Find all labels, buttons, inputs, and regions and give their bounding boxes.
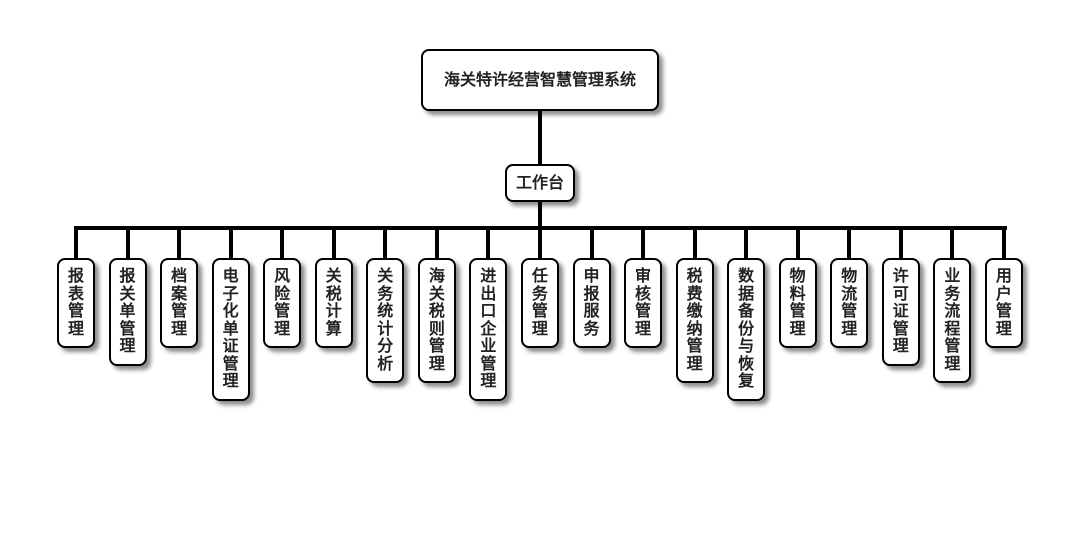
module-node[interactable]: 电子化单证管理 (211, 258, 250, 401)
module-connector (331, 228, 336, 259)
module-node[interactable]: 档案管理 (160, 258, 199, 348)
module-node[interactable]: 风险管理 (263, 258, 302, 348)
module-label: 业务流程管理 (944, 266, 961, 373)
module-label: 物料管理 (789, 266, 806, 338)
module-label: 物流管理 (841, 266, 858, 338)
module-connector (795, 228, 800, 259)
module-label: 进出口企业管理 (480, 266, 497, 390)
module-node[interactable]: 数据备份与恢复 (727, 258, 766, 401)
module-label: 电子化单证管理 (222, 266, 239, 390)
root-connector (538, 111, 542, 164)
module-label: 关务统计分析 (377, 266, 394, 373)
module-node[interactable]: 物流管理 (830, 258, 869, 348)
module-node[interactable]: 用户管理 (984, 258, 1023, 348)
module-node[interactable]: 海关税则管理 (417, 258, 456, 383)
module-node[interactable]: 关税计算 (314, 258, 353, 348)
hub-node[interactable]: 工作台 (505, 164, 575, 202)
module-label: 报关单管理 (119, 266, 136, 355)
module-connector (692, 228, 697, 259)
module-connector (898, 228, 903, 259)
module-node[interactable]: 进出口企业管理 (469, 258, 508, 401)
module-node[interactable]: 申报服务 (572, 258, 611, 348)
module-connector (486, 228, 491, 259)
module-connector (847, 228, 852, 259)
module-node[interactable]: 业务流程管理 (933, 258, 972, 383)
module-connector (383, 228, 388, 259)
module-connector (434, 228, 439, 259)
module-label: 税费缴纳管理 (686, 266, 703, 373)
module-connector (537, 228, 542, 259)
module-label: 任务管理 (531, 266, 548, 338)
module-node[interactable]: 任务管理 (520, 258, 559, 348)
module-node[interactable]: 关务统计分析 (366, 258, 405, 383)
module-node[interactable]: 报关单管理 (108, 258, 147, 366)
module-label: 风险管理 (274, 266, 291, 338)
module-label: 审核管理 (635, 266, 652, 338)
module-node[interactable]: 报表管理 (57, 258, 95, 348)
module-label: 数据备份与恢复 (738, 266, 755, 390)
module-connector (589, 228, 594, 259)
root-node[interactable]: 海关特许经营智慧管理系统 (421, 49, 659, 111)
module-connector (228, 228, 233, 259)
module-label: 许可证管理 (892, 266, 909, 355)
module-connector (74, 228, 78, 259)
module-connector (1001, 228, 1006, 259)
module-connector (280, 228, 285, 259)
module-node[interactable]: 税费缴纳管理 (675, 258, 714, 383)
module-node[interactable]: 物料管理 (778, 258, 817, 348)
module-label: 关税计算 (325, 266, 342, 338)
module-label: 用户管理 (995, 266, 1012, 338)
module-node[interactable]: 审核管理 (624, 258, 663, 348)
hub-label: 工作台 (515, 173, 564, 192)
hub-connector (538, 202, 542, 230)
module-label: 申报服务 (583, 266, 600, 338)
module-label: 报表管理 (67, 266, 84, 338)
module-node[interactable]: 许可证管理 (881, 258, 920, 366)
module-connector (950, 228, 955, 259)
module-connector (641, 228, 646, 259)
module-label: 海关税则管理 (428, 266, 445, 373)
root-label: 海关特许经营智慧管理系统 (443, 70, 636, 89)
module-label: 档案管理 (171, 266, 188, 338)
module-connector (744, 228, 749, 259)
module-connector (125, 228, 130, 259)
module-connector (177, 228, 182, 259)
